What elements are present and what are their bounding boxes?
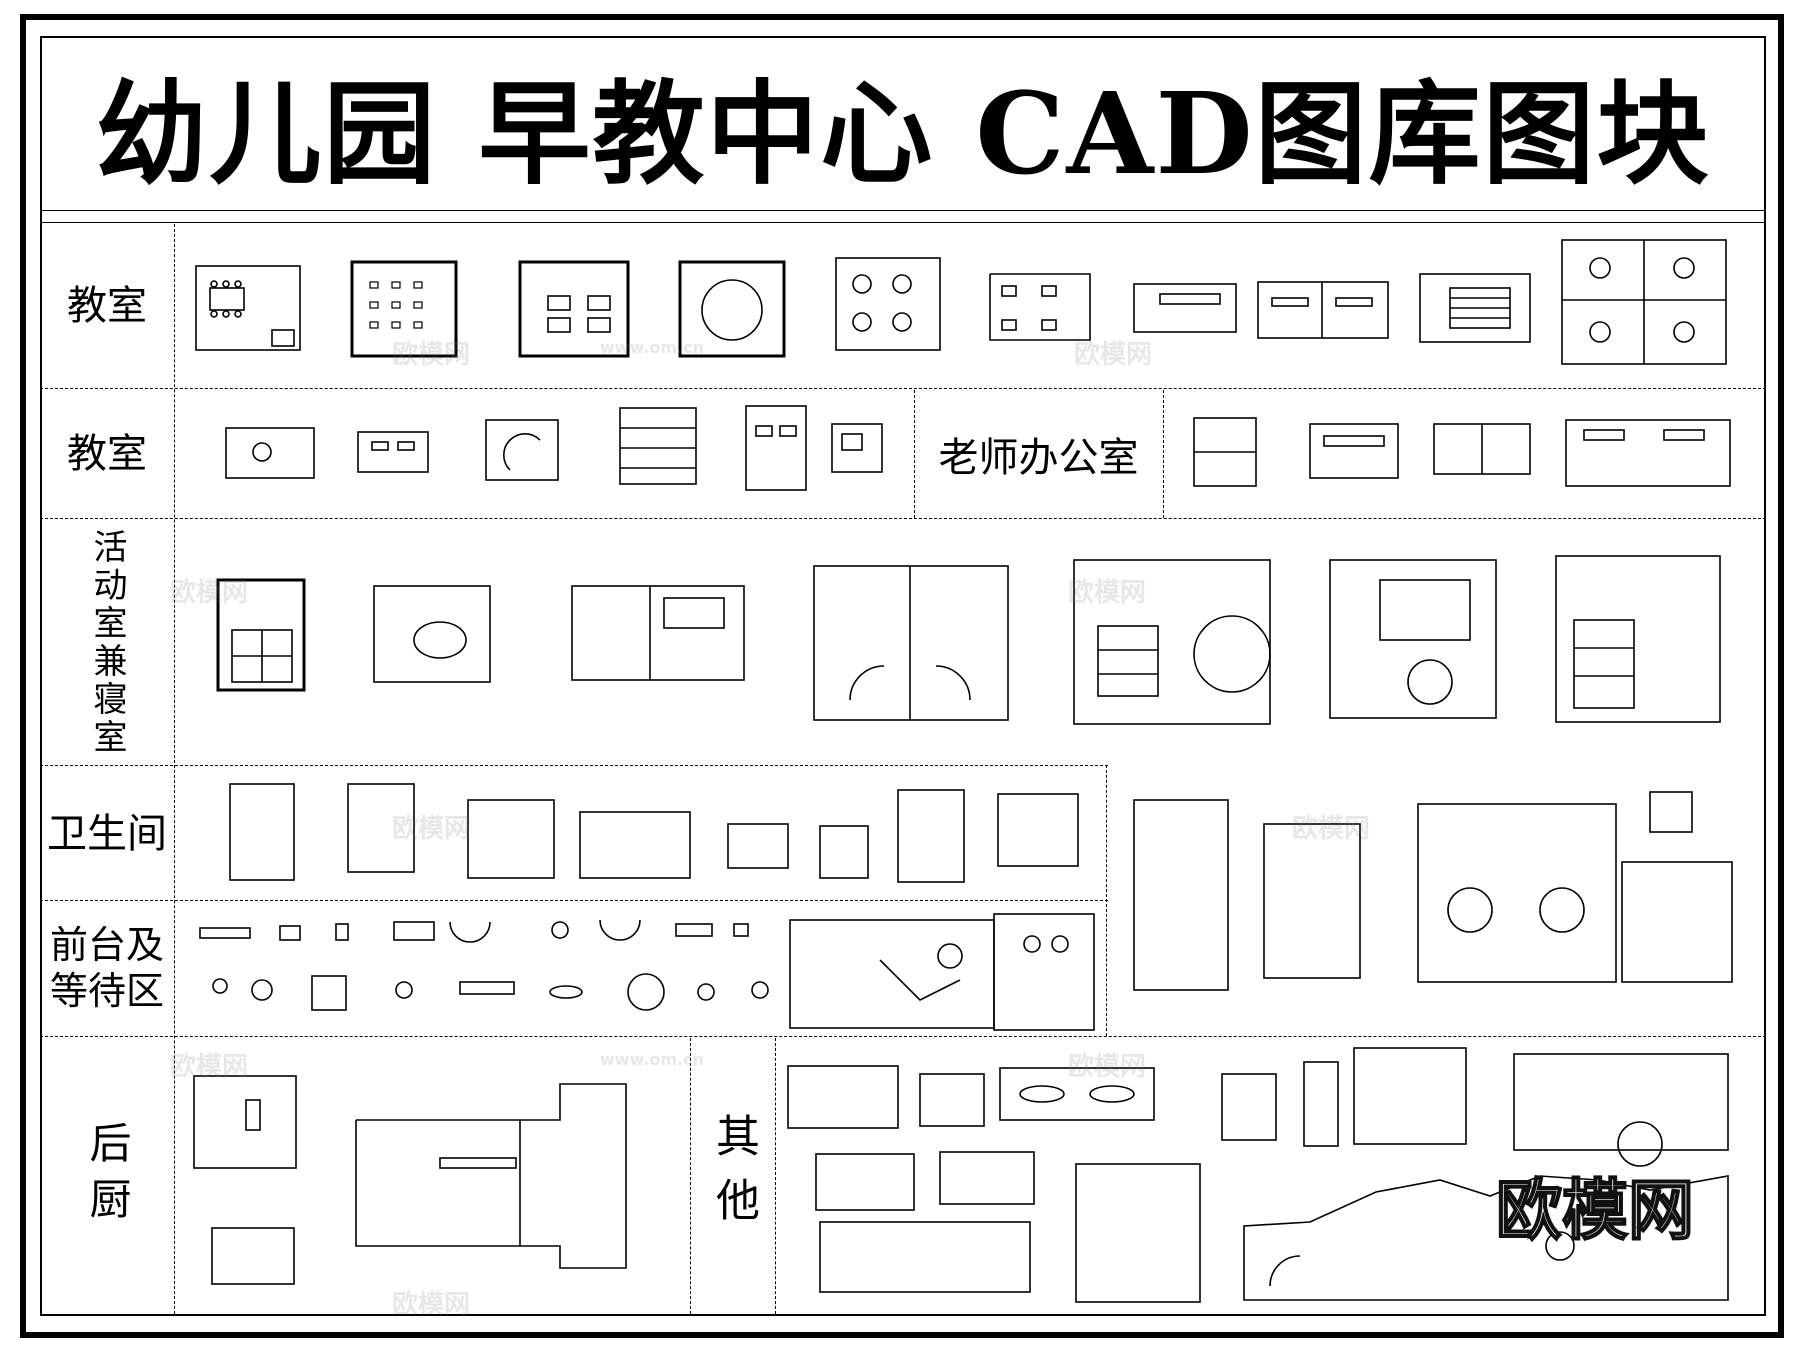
- plan-other-l: [1243, 1175, 1729, 1301]
- plan-dorm-c: [1417, 803, 1617, 983]
- office-divider-left: [914, 390, 915, 518]
- row-divider-1: [40, 388, 1766, 389]
- row-label-reception: 前台及等待区: [50, 923, 165, 1013]
- plan-reception-lobby-b: [993, 913, 1095, 1031]
- plan-restroom-f: [819, 825, 869, 879]
- plan-classroom-e: [835, 257, 941, 351]
- label-column-divider: [174, 224, 175, 1314]
- plan-classroom-c: [518, 260, 630, 358]
- row-label-classroom-2: 教室: [67, 431, 147, 477]
- plan-classroom-p: [831, 423, 883, 473]
- plan-classroom-g: [1133, 283, 1237, 333]
- plan-office-a: [1193, 417, 1257, 487]
- plan-activity-b: [373, 585, 491, 683]
- title-rule-bottom: [40, 222, 1766, 223]
- plan-activity-f: [1329, 559, 1497, 719]
- plan-other-j: [819, 1221, 1031, 1293]
- plan-dorm-b: [1263, 823, 1361, 979]
- plan-restroom-d: [579, 811, 691, 879]
- others-divider-left: [690, 1038, 691, 1314]
- plan-activity-c: [571, 585, 745, 681]
- plan-restroom-g: [897, 789, 965, 883]
- plan-classroom-b: [350, 260, 458, 358]
- plan-classroom-l: [357, 431, 429, 473]
- plan-kitchen-a: [193, 1075, 297, 1169]
- others-divider-right: [775, 1038, 776, 1314]
- brand-logo-mark: 欧模网: [1495, 1171, 1695, 1250]
- plan-other-e: [1303, 1061, 1339, 1147]
- plan-activity-g: [1555, 555, 1721, 723]
- plan-office-c: [1433, 423, 1531, 475]
- plan-classroom-i: [1419, 273, 1531, 343]
- plan-restroom-h: [997, 793, 1079, 867]
- plan-restroom-b: [347, 783, 415, 873]
- plan-other-g: [1513, 1053, 1729, 1167]
- row-divider-4: [40, 900, 1108, 901]
- plan-other-b: [919, 1073, 985, 1127]
- plan-office-d: [1565, 419, 1731, 487]
- plan-other-a: [787, 1065, 899, 1129]
- row-label-activity-dorm: 活动室兼寝室: [87, 528, 127, 757]
- plan-reception-lobby: [789, 919, 995, 1029]
- restroom-divider: [1106, 765, 1107, 1036]
- plan-classroom-h: [1257, 281, 1389, 339]
- plan-classroom-a: [195, 265, 301, 351]
- outer-border: [20, 14, 1784, 1338]
- plan-kitchen-b: [211, 1227, 295, 1285]
- row-label-restroom: 卫生间: [47, 810, 167, 857]
- section-label-others: 其他: [708, 1113, 759, 1241]
- plan-classroom-f: [989, 273, 1091, 341]
- plan-classroom-o: [745, 405, 807, 491]
- plan-restroom-c: [467, 799, 555, 879]
- plan-bed-storage: [1621, 861, 1733, 983]
- plan-classroom-k: [225, 427, 315, 479]
- plan-other-d: [1221, 1073, 1277, 1141]
- row-divider-3: [40, 765, 1108, 766]
- plan-classroom-d: [678, 260, 786, 358]
- row-label-classroom-1: 教室: [67, 283, 147, 329]
- row-label-kitchen: 后厨: [83, 1121, 132, 1233]
- plan-classroom-n: [619, 407, 697, 485]
- row-divider-2: [40, 518, 1766, 519]
- plan-dorm-a: [1133, 799, 1229, 991]
- plan-other-h: [815, 1153, 915, 1211]
- title-rule-top: [40, 210, 1766, 211]
- plan-other-k: [1075, 1163, 1201, 1303]
- plan-office-b: [1309, 423, 1399, 479]
- plan-activity-a: [216, 578, 306, 692]
- plan-small-room: [1649, 791, 1693, 833]
- row-divider-5: [40, 1036, 1766, 1037]
- inner-border: [40, 36, 1766, 1316]
- plan-restroom-e: [727, 823, 789, 869]
- plan-other-f: [1353, 1047, 1467, 1145]
- plan-kitchen-c: [355, 1083, 627, 1269]
- plan-classroom-m: [485, 419, 559, 481]
- page-title: 幼儿园 早教中心 CAD图库图块: [95, 69, 1711, 200]
- section-label-teacher-office: 老师办公室: [938, 435, 1139, 481]
- plan-classroom-j: [1561, 239, 1727, 365]
- plan-activity-e: [1073, 559, 1271, 725]
- plan-restroom-a: [229, 783, 295, 881]
- plan-other-c: [999, 1067, 1155, 1121]
- office-divider-right: [1163, 390, 1164, 518]
- plan-activity-d: [813, 565, 1009, 721]
- plan-reception-items: [199, 919, 769, 1011]
- plan-other-i: [939, 1151, 1035, 1205]
